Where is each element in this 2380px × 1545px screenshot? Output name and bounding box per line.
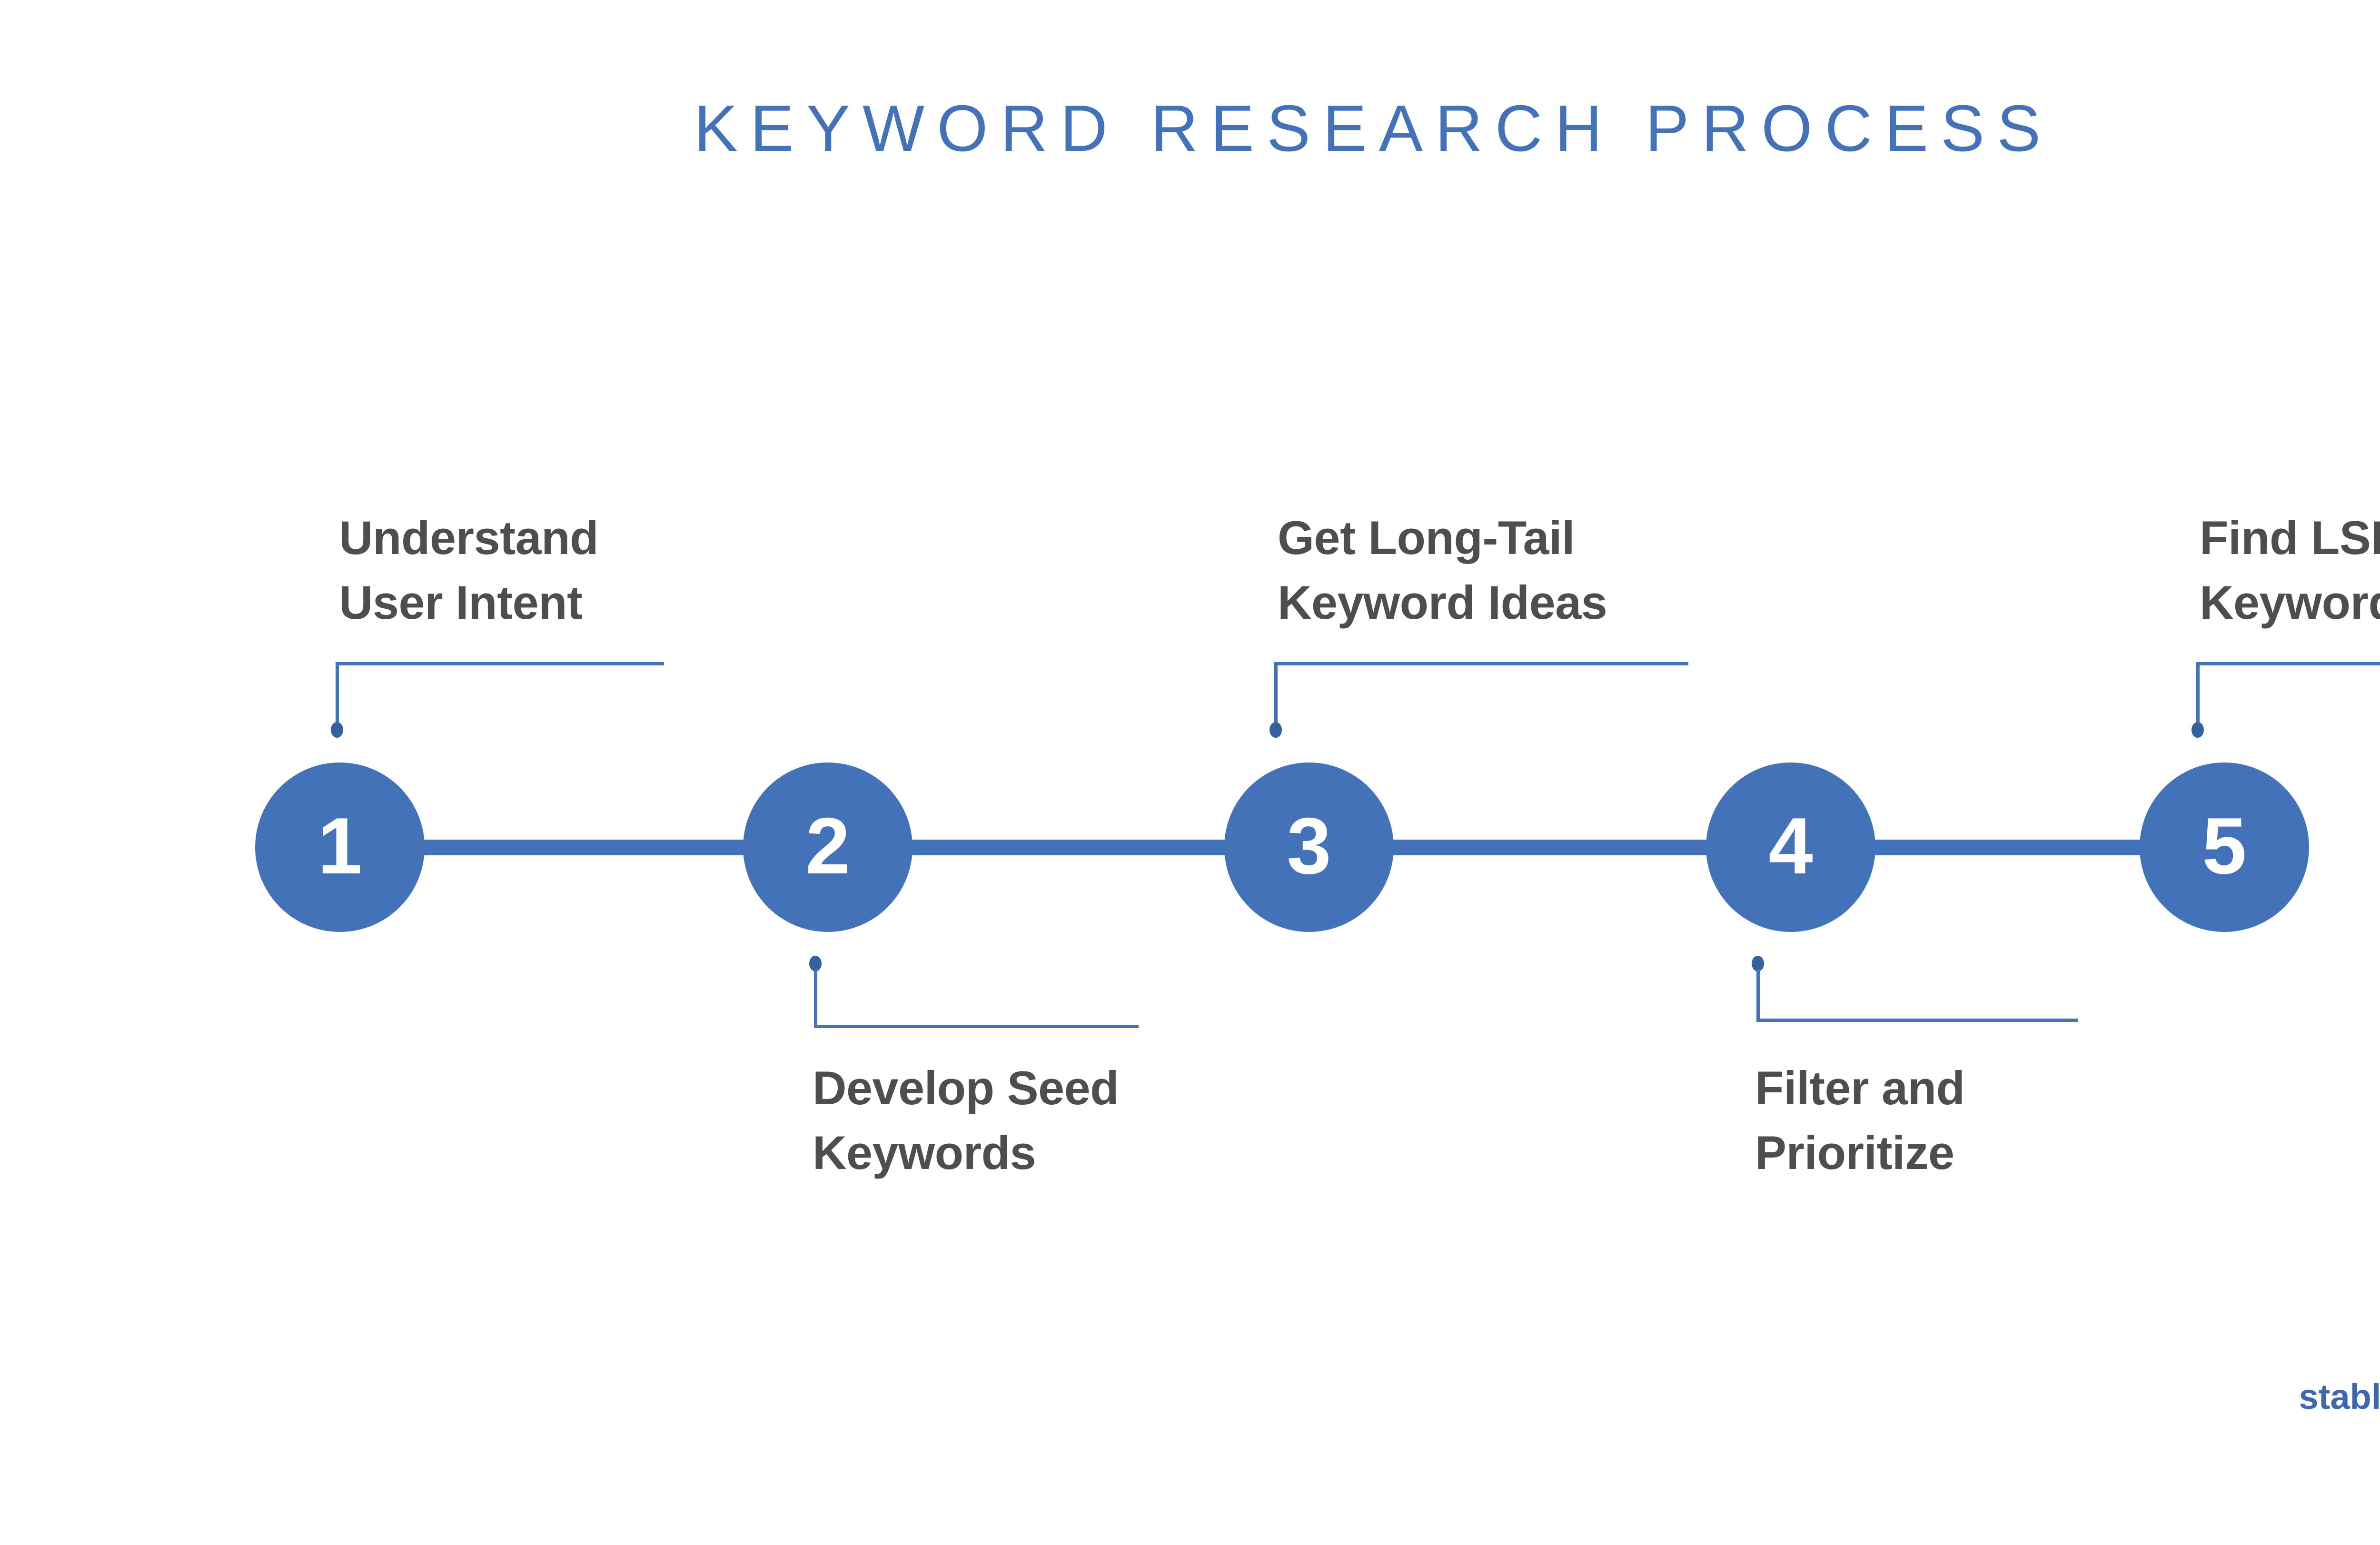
step-leader-horizontal-3 (1274, 662, 1688, 665)
step-node-3[interactable]: 3 (1224, 763, 1394, 932)
step-leader-dot-2 (809, 956, 822, 971)
step-leader-dot-4 (1752, 956, 1764, 971)
step-node-1[interactable]: 1 (255, 763, 425, 932)
step-number-2: 2 (805, 801, 850, 891)
step-label-1: Understand User Intent (339, 511, 599, 629)
step-leader-dot-1 (331, 722, 343, 738)
step-label-3: Get Long-Tail Keyword Ideas (1278, 511, 1607, 629)
step-leader-dot-3 (1269, 722, 1282, 738)
step-label-4: Filter and Prioritize (1755, 1061, 1965, 1179)
step-leader-horizontal-2 (814, 1025, 1139, 1028)
step-label-2: Develop Seed Keywords (813, 1061, 1119, 1179)
page-title: KEYWORD RESEARCH PROCESS (694, 92, 2053, 165)
step-label-5: Find LSI Keywords (2200, 511, 2380, 629)
step-number-5: 5 (2202, 801, 2247, 891)
step-number-4: 4 (1768, 801, 1813, 891)
step-leader-horizontal-4 (1756, 1019, 2078, 1022)
step-leader-vertical-4 (1756, 969, 1760, 1021)
step-leader-vertical-5 (2196, 662, 2200, 730)
step-node-4[interactable]: 4 (1706, 763, 1875, 932)
step-number-1: 1 (317, 801, 362, 891)
step-node-2[interactable]: 2 (743, 763, 912, 932)
step-leader-dot-5 (2192, 722, 2204, 738)
step-leader-vertical-1 (336, 662, 339, 730)
step-leader-horizontal-5 (2196, 662, 2380, 665)
step-leader-vertical-2 (814, 969, 817, 1028)
step-node-5[interactable]: 5 (2140, 763, 2309, 932)
brand-url[interactable]: stablewp.com (2299, 1377, 2380, 1416)
step-number-3: 3 (1287, 801, 1331, 891)
step-leader-vertical-3 (1274, 662, 1278, 730)
step-leader-horizontal-1 (336, 662, 664, 665)
